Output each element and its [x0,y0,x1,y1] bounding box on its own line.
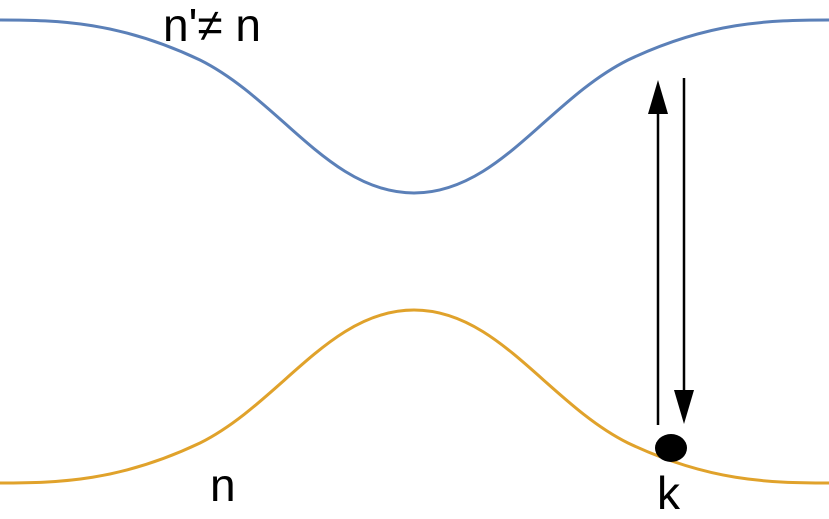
point-label: k [657,467,680,519]
lower-band-curve [0,308,829,485]
state-point [655,434,687,462]
down-arrow-icon [674,78,694,424]
up-arrow-icon [648,80,668,425]
upper-band-label: n'≠ n [163,0,261,51]
lower-band-label: n [210,459,236,511]
upper-band-curve [0,18,829,195]
